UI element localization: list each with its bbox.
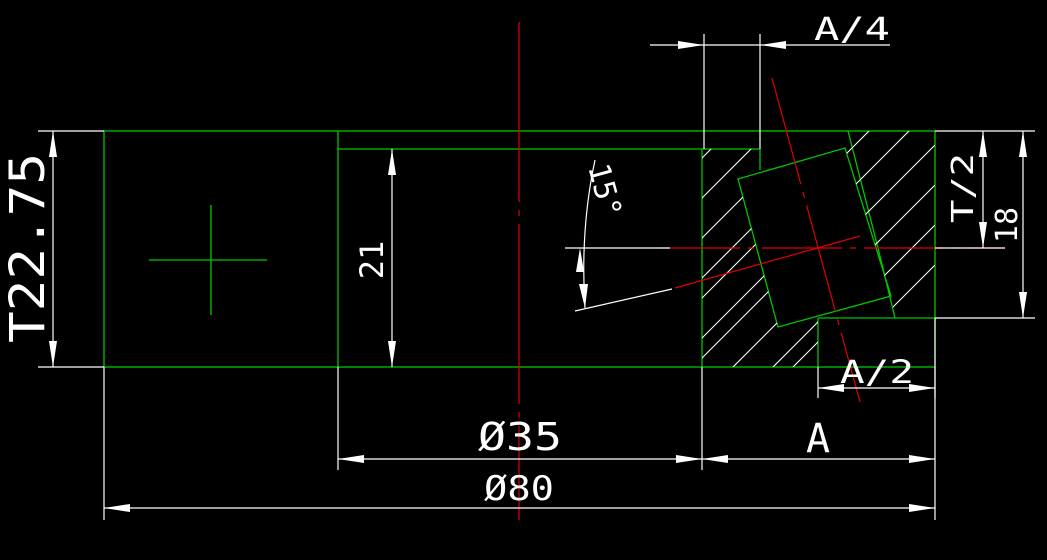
a-arrow-left [702, 455, 728, 463]
a4-arrow-left [678, 41, 704, 49]
dim-18-arrow-top [1019, 131, 1027, 157]
a2-arrow-left [818, 384, 844, 392]
dimensions [38, 34, 1035, 520]
dimension-labels: A/4 T22.75 21 15° T/2 18 A/2 Ø35 A Ø80 [0, 10, 1025, 509]
angle-arrow-bottom [579, 284, 588, 308]
centerlines [518, 22, 1005, 520]
d35-arrow-right [676, 455, 702, 463]
a-arrow-right [909, 455, 935, 463]
label-18: 18 [990, 207, 1025, 243]
label-d80: Ø80 [484, 469, 554, 509]
d80-arrow-right [909, 504, 935, 512]
a4-arrow-right [760, 41, 786, 49]
angle-arrow-top [576, 248, 584, 272]
contact-angle-line [674, 235, 861, 289]
dim-18-arrow-bottom [1019, 292, 1027, 318]
t2-arrow-bottom [979, 222, 987, 248]
dim-21-arrow-bottom [388, 341, 396, 367]
t-arrow-top [49, 131, 57, 157]
a2-arrow-right [909, 384, 935, 392]
label-a4: A/4 [814, 10, 890, 48]
label-a2: A/2 [840, 353, 914, 391]
tilted-roller [737, 147, 892, 328]
label-a: A [806, 416, 830, 462]
label-t-total: T22.75 [0, 153, 56, 343]
dim-21-arrow-top [388, 149, 396, 175]
roller-axis-centerline [771, 77, 861, 403]
angle-leader-line [574, 288, 673, 312]
d80-arrow-left [104, 504, 130, 512]
label-d35: Ø35 [478, 415, 562, 459]
label-15-degree: 15° [580, 160, 628, 221]
t2-arrow-top [979, 131, 987, 157]
t-arrow-bottom [49, 341, 57, 367]
groove-right-edge [847, 130, 879, 249]
section-hatching-left [702, 149, 818, 367]
d35-arrow-left [338, 455, 364, 463]
label-t-half: T/2 [946, 153, 981, 223]
label-21: 21 [353, 241, 391, 280]
